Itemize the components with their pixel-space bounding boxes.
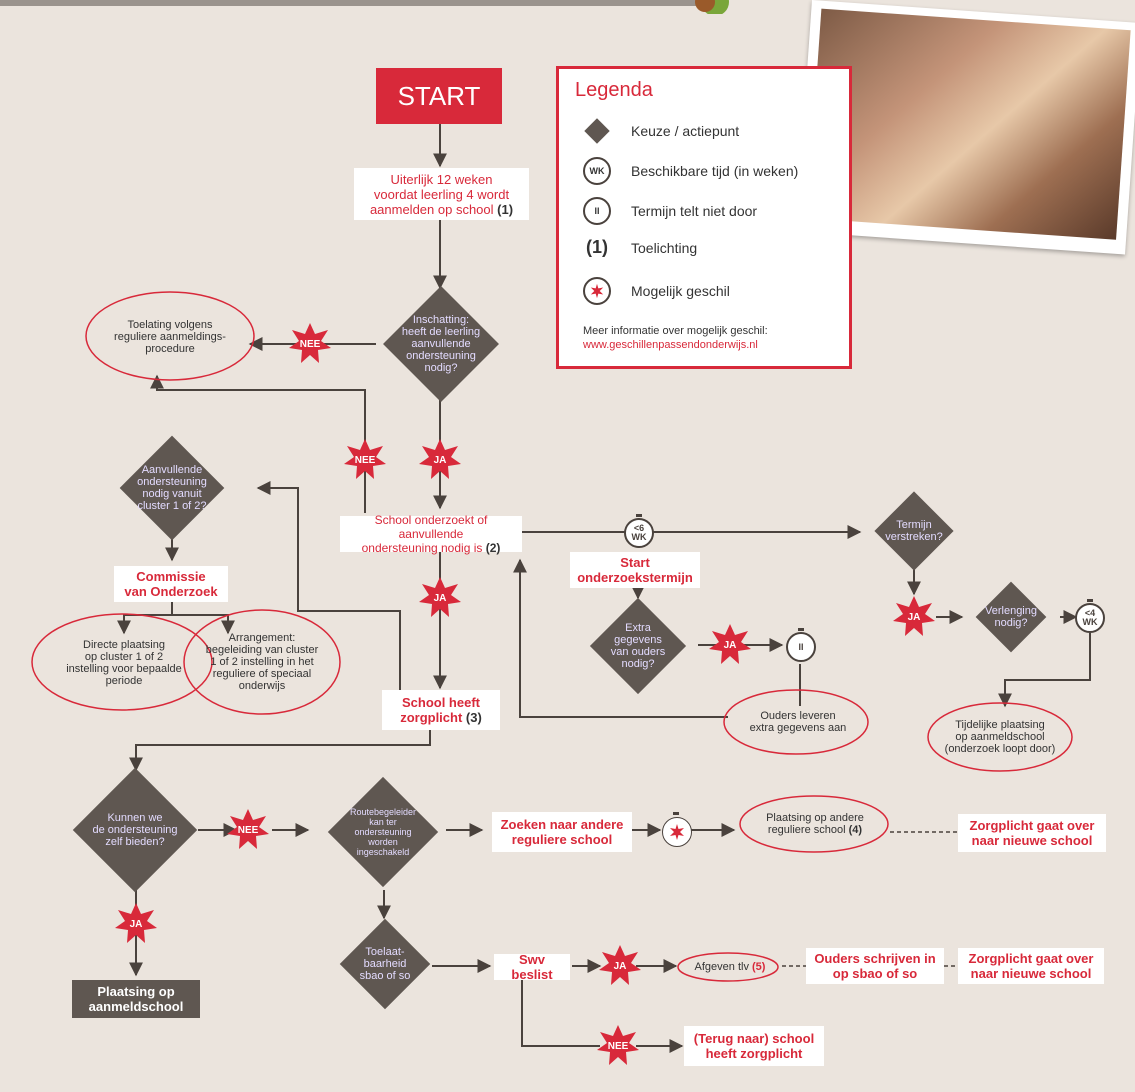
timer-weeks-icon: <6 WK: [624, 514, 654, 548]
start-term-node: Start onderzoekstermijn: [570, 552, 700, 588]
placement-home-school-node: Plaatsing op aanmeldschool: [72, 980, 200, 1018]
note-number-icon: (1): [586, 237, 608, 257]
legend-title: Legenda: [575, 79, 653, 101]
extension-diamond: Verlenging nodig?: [962, 581, 1060, 653]
legend-item-dispute: Mogelijk geschil: [575, 277, 730, 305]
dispute-icon: [575, 277, 619, 305]
timer-pause-icon: II: [575, 197, 619, 225]
yes-badge: JA: [418, 576, 462, 620]
no-badge: NEE: [596, 1024, 640, 1068]
yes-badge: JA: [114, 902, 158, 946]
legend-panel: Legenda Keuze / actiepunt WK Beschikbare…: [556, 66, 852, 369]
duty-transfers-node-2: Zorgplicht gaat over naar nieuwe school: [958, 948, 1104, 984]
header-banner-strip: [0, 0, 729, 14]
back-to-school-node: (Terug naar) school heeft zorgplicht: [684, 1026, 824, 1066]
assessment-diamond: Inschatting: heeft de leerling aanvullen…: [378, 286, 504, 402]
start-node: START: [376, 68, 502, 124]
issue-tlv-node: Afgeven tlv (5): [694, 961, 766, 973]
parents-enroll-node: Ouders schrijven in op sbao of so: [806, 948, 944, 984]
legend-item-weeks: WK Beschikbare tijd (in weken): [575, 157, 798, 185]
yes-badge: JA: [598, 944, 642, 988]
yes-badge: JA: [418, 438, 462, 482]
can-we-offer-diamond: Kunnen we de ondersteuning zelf bieden?: [70, 767, 200, 893]
deadline-node: Uiterlijk 12 weken voordat leerling 4 wo…: [354, 168, 529, 220]
parents-provide-node: Ouders leveren extra gegevens aan: [749, 710, 847, 734]
legend-item-pause: II Termijn telt niet door: [575, 197, 757, 225]
duty-of-care-node: School heeft zorgplicht (3): [382, 690, 500, 730]
route-guide-diamond: Routebegeleider kan ter ondersteuning wo…: [316, 776, 450, 888]
admission-regular-node: Toelating volgens reguliere aanmeldings-…: [114, 319, 226, 355]
temporary-placement-node: Tijdelijke plaatsing op aanmeldschool (o…: [944, 719, 1056, 755]
no-badge: NEE: [343, 438, 387, 482]
timer-pause-icon: II: [786, 628, 816, 662]
direct-placement-node: Directe plaatsing op cluster 1 of 2 inst…: [66, 639, 182, 687]
diamond-icon: [575, 117, 619, 145]
admissibility-diamond: Toelaat- baarheid sbao of so: [338, 918, 432, 1010]
legend-item-note: (1) Toelichting: [575, 237, 697, 258]
no-badge: NEE: [288, 322, 332, 366]
extra-data-diamond: Extra gegevens van ouders nodig?: [578, 597, 698, 695]
legend-more-info: Meer informatie over mogelijk geschil:: [583, 325, 768, 337]
timer-weeks-icon: WK: [575, 157, 619, 185]
yes-badge: JA: [892, 595, 936, 639]
arrangement-node: Arrangement: begeleiding van cluster 1 o…: [205, 632, 319, 692]
yes-badge: JA: [708, 623, 752, 667]
commission-node: Commissie van Onderzoek: [114, 566, 228, 602]
legend-item-diamond: Keuze / actiepunt: [575, 117, 739, 145]
legend-url-link[interactable]: www.geschillenpassendonderwijs.nl: [583, 339, 758, 351]
cluster-question-diamond: Aanvullende ondersteuning nodig vanuit c…: [108, 435, 236, 541]
dispute-icon: [662, 812, 692, 847]
no-badge: NEE: [226, 808, 270, 852]
placement-other-school-node: Plaatsing op andere reguliere school (4): [766, 812, 864, 836]
duty-transfers-node-1: Zorgplicht gaat over naar nieuwe school: [958, 814, 1106, 852]
school-investigates-node: School onderzoekt of aanvullende onderst…: [340, 513, 522, 555]
swv-decides-node: Swv beslist: [494, 952, 570, 982]
timer-weeks-icon: <4 WK: [1075, 599, 1105, 633]
term-expired-diamond: Termijn verstreken?: [862, 491, 966, 571]
search-other-school-node: Zoeken naar andere reguliere school: [492, 812, 632, 852]
